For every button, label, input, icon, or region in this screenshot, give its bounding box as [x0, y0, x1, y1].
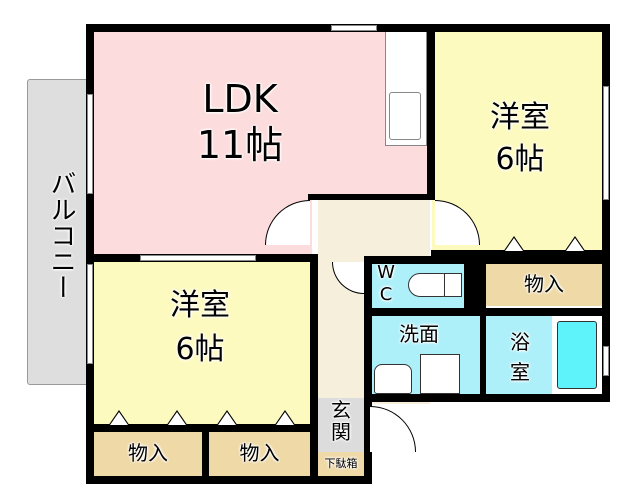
western-sw-size: 6帖: [175, 332, 225, 367]
door-entrance[interactable]: [370, 406, 416, 452]
bathroom-label-2: 室: [510, 360, 530, 384]
shoe-box-label: 下駄箱: [324, 457, 358, 470]
western-ne-name: 洋室: [490, 100, 550, 135]
bathtub-icon: [557, 321, 597, 389]
storage-ne-label: 物入: [524, 272, 564, 296]
toilet-bowl-icon: [408, 273, 448, 297]
closet-door-icon: [166, 410, 188, 426]
wall: [86, 24, 94, 484]
toilet-label-w: W: [377, 262, 395, 283]
wall: [202, 424, 209, 480]
western-sw-name: 洋室: [170, 288, 230, 323]
storage-sw-1-label: 物入: [128, 441, 168, 465]
wall: [86, 476, 370, 484]
western-ne-size: 6帖: [495, 142, 545, 177]
ldk-name: LDK: [202, 77, 278, 121]
closet-door-icon: [108, 410, 130, 426]
wall: [308, 194, 435, 200]
washing-machine-icon: [420, 354, 460, 394]
window: [140, 255, 256, 261]
room-western-sw: [92, 262, 310, 426]
wall: [480, 316, 486, 396]
wall: [364, 256, 372, 484]
wall: [310, 254, 318, 484]
toilet-tank-icon: [444, 273, 462, 297]
washroom-label: 洗面: [399, 322, 439, 346]
room-ldk-right: [310, 146, 427, 198]
closet-door-icon: [216, 410, 238, 426]
shoe-box: [318, 452, 364, 478]
window: [603, 86, 609, 200]
ldk-size: 11帖: [196, 123, 284, 167]
wall: [364, 394, 610, 402]
toilet-label-c: C: [379, 284, 393, 305]
window: [87, 94, 93, 194]
storage-sw-2: [209, 432, 310, 478]
storage-sw-1: [94, 432, 202, 478]
closet-door-icon: [564, 236, 586, 252]
balcony-label: バルコニー: [46, 170, 76, 300]
washbasin-icon: [374, 364, 412, 394]
entrance-label-2: 関: [331, 420, 351, 444]
entrance-label-1: 玄: [331, 398, 351, 422]
wall: [602, 24, 610, 400]
window: [331, 25, 377, 31]
bathroom-label-1: 浴: [510, 330, 530, 354]
entrance: [318, 398, 364, 452]
wall: [431, 250, 603, 256]
storage-sw-2-label: 物入: [239, 441, 280, 465]
wall: [364, 256, 610, 264]
window: [87, 264, 93, 364]
storage-ne: [486, 262, 602, 306]
wall: [427, 24, 435, 200]
closet-door-icon: [503, 236, 525, 252]
kitchen-sink-icon: [389, 92, 421, 140]
wall: [464, 256, 486, 316]
balcony-area: [27, 79, 91, 385]
window: [603, 346, 609, 376]
wall: [364, 308, 610, 316]
closet-door-icon: [274, 410, 296, 426]
